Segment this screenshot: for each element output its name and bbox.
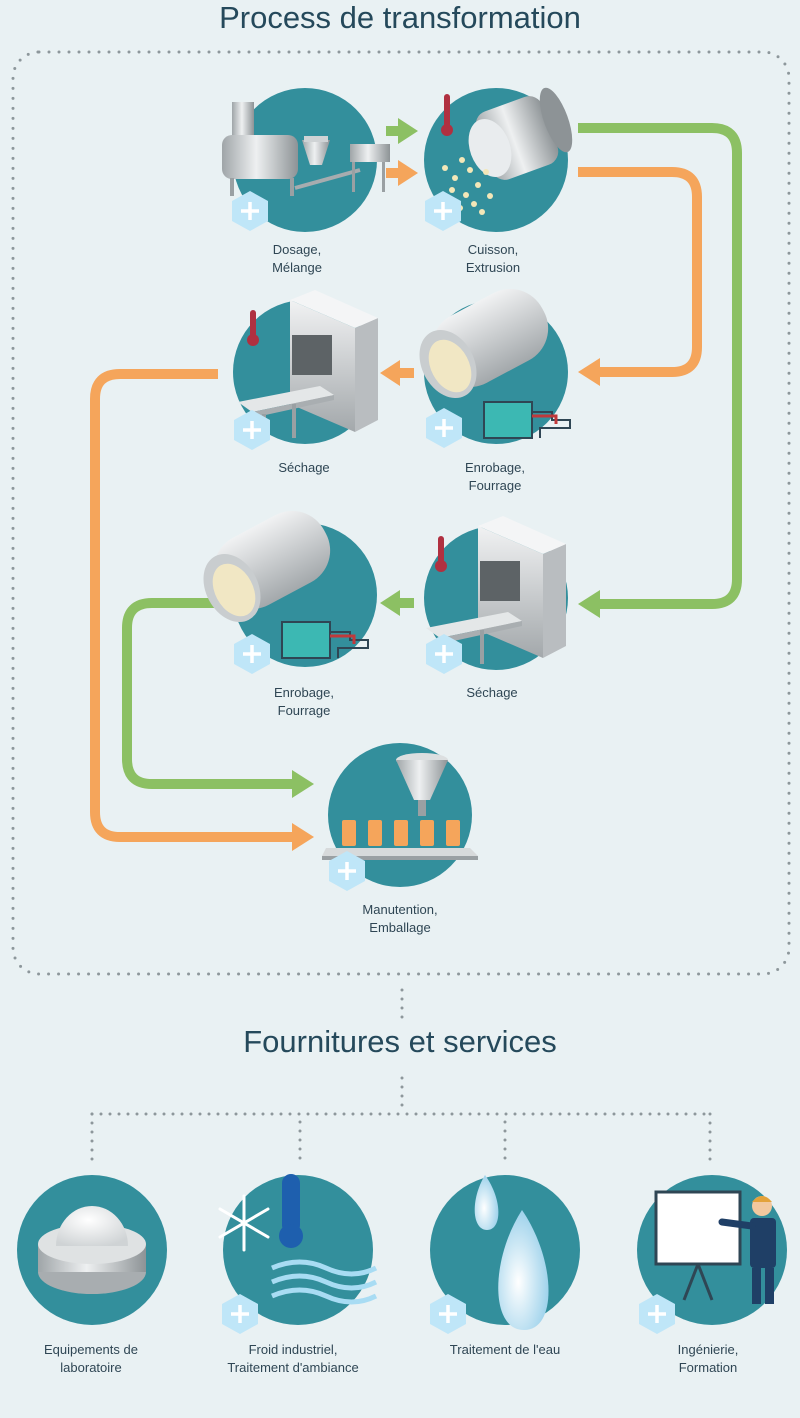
plus-hex-button[interactable] [234,634,270,674]
extruder-illustration [441,87,573,215]
lab-equipment-illustration [38,1206,146,1294]
plus-hex-button[interactable] [639,1294,675,1334]
step-label[interactable]: Enrobage, Fourrage [465,460,525,493]
plus-hex-button[interactable] [425,191,461,231]
step-label[interactable]: Séchage [278,460,330,475]
step-label[interactable]: Enrobage, Fourrage [274,685,334,718]
arrow-head [292,823,314,851]
step-label[interactable]: Dosage, Mélange [272,242,322,275]
plus-hex-button[interactable] [329,851,365,891]
process-title: Process de transformation [219,0,581,35]
service-label[interactable]: Equipements de laboratoire [44,1342,138,1375]
training-illustration [654,1190,776,1304]
service-label[interactable]: Ingénierie, Formation [677,1342,739,1375]
dryer-illustration [426,516,566,668]
flow-arrow-orange [578,167,702,377]
plus-hex-button[interactable] [222,1294,258,1334]
services-title: Fournitures et services [243,1024,557,1059]
plus-hex-button[interactable] [426,634,462,674]
water-drops-illustration [474,1175,549,1330]
step-circle [233,88,377,232]
process-frame [11,50,791,976]
step-label[interactable]: Manutention, Emballage [362,902,438,935]
service-label[interactable]: Traitement de l'eau [449,1342,561,1357]
plus-hex-button[interactable] [426,408,462,448]
plus-hex-button[interactable] [232,191,268,231]
short-arrow-green [386,118,418,144]
arrow-head [292,770,314,798]
plus-hex-button[interactable] [234,410,270,450]
short-arrow-green [380,590,414,616]
plus-hex-button[interactable] [430,1294,466,1334]
service-label[interactable]: Froid industriel, Traitement d'ambiance [227,1342,359,1375]
packaging-illustration [322,753,478,860]
flow-arrow-green [122,598,292,789]
coater-illustration [203,510,369,659]
cold-illustration [218,1174,378,1305]
short-arrow-orange [380,360,414,386]
coater-illustration [419,288,571,439]
step-label[interactable]: Cuisson, Extrusion [465,242,521,275]
flow-arrow-green [578,123,742,609]
arrow-head [578,590,600,618]
short-arrow-orange [386,160,418,186]
arrow-head [578,358,600,386]
step-label[interactable]: Séchage [466,685,518,700]
flow-arrow-orange [90,369,292,842]
mixer-machine-illustration [222,102,390,196]
